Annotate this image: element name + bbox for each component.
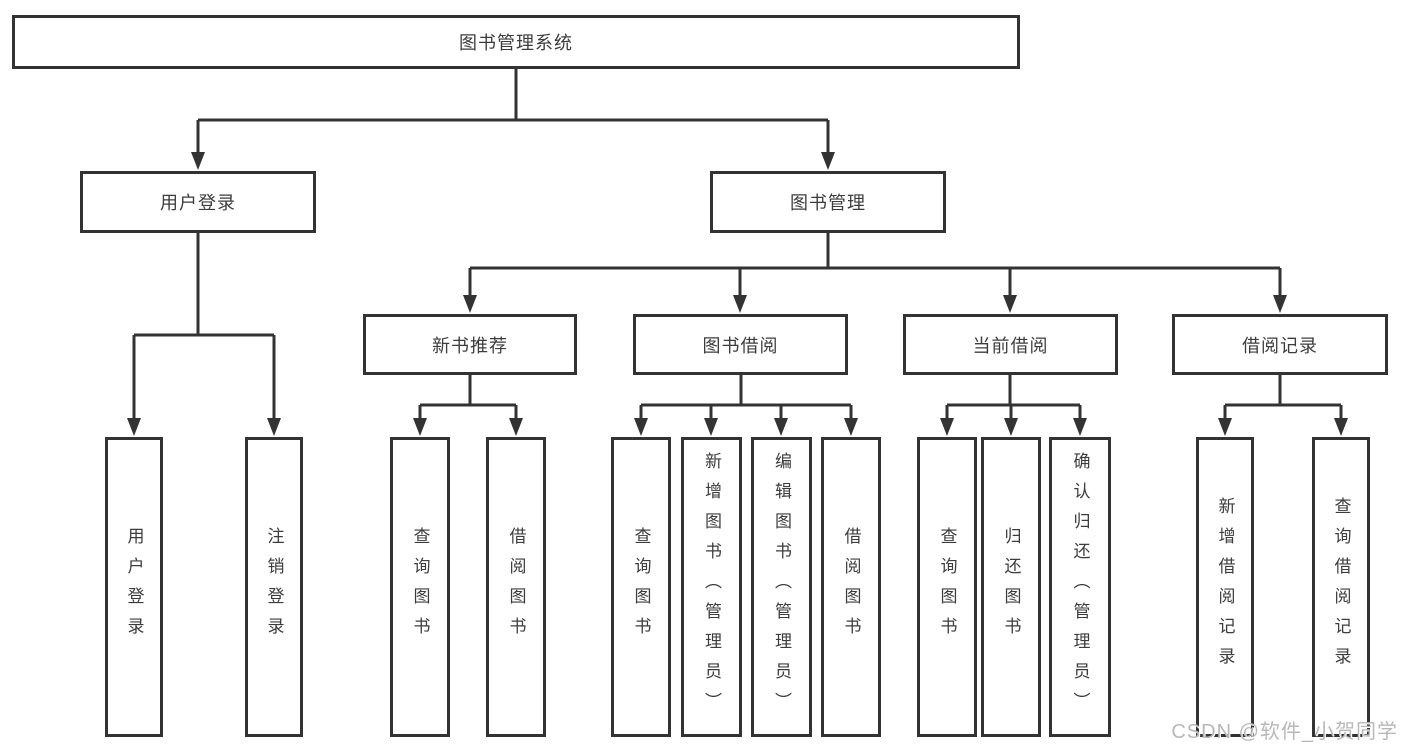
leaf-logout: 注销登录 [245,437,303,737]
node-user-login-branch-label: 用户登录 [160,193,236,213]
leaf-records-add-record-label: 新增借阅记录 [1215,497,1235,677]
leaf-borrowing-borrow-books: 借阅图书 [821,437,881,737]
leaf-recommend-query-books: 查询图书 [390,437,450,737]
node-book-borrowing-label: 图书借阅 [702,335,779,356]
leaf-borrowing-edit-books-admin-label: 编辑图书（管理员） [772,452,791,722]
leaf-records-query-record: 查询借阅记录 [1312,437,1370,737]
leaf-logout-label: 注销登录 [264,527,284,647]
leaf-current-return-books: 归还图书 [981,437,1041,737]
node-borrowing-records: 借阅记录 [1172,314,1388,375]
leaf-recommend-query-books-label: 查询图书 [410,527,430,647]
node-current-borrowing: 当前借阅 [903,314,1118,375]
leaf-user-login: 用户登录 [105,437,163,737]
leaf-recommend-borrow-books: 借阅图书 [486,437,546,737]
leaf-current-confirm-return-admin-label: 确认归还（管理员） [1070,452,1090,722]
csdn-watermark: CSDN @软件_小贺同学 [1171,721,1398,743]
leaf-borrowing-query-books-label: 查询图书 [631,527,651,647]
leaf-borrowing-add-books-admin-label: 新增图书（管理员） [702,452,721,722]
leaf-records-query-record-label: 查询借阅记录 [1331,497,1351,677]
leaf-recommend-borrow-books-label: 借阅图书 [506,527,526,647]
node-library-system-label: 图书管理系统 [459,33,573,53]
node-book-management-label: 图书管理 [790,193,866,213]
node-new-book-recommend-label: 新书推荐 [432,335,508,356]
node-book-management: 图书管理 [710,171,946,233]
leaf-borrowing-edit-books-admin: 编辑图书（管理员） [751,437,812,737]
node-book-borrowing: 图书借阅 [633,314,848,375]
node-borrowing-records-label: 借阅记录 [1242,335,1318,356]
node-new-book-recommend: 新书推荐 [363,314,577,375]
leaf-current-query-books-label: 查询图书 [937,527,957,647]
node-user-login-branch: 用户登录 [80,171,316,233]
node-current-borrowing-label: 当前借阅 [972,335,1049,356]
tree-edges [132,69,1343,422]
leaf-borrowing-add-books-admin: 新增图书（管理员） [681,437,742,737]
leaf-user-login-label: 用户登录 [124,527,144,647]
node-library-system: 图书管理系统 [12,15,1020,69]
leaf-current-return-books-label: 归还图书 [1001,527,1021,647]
leaf-current-confirm-return-admin: 确认归还（管理员） [1049,437,1111,737]
leaf-records-add-record: 新增借阅记录 [1196,437,1254,737]
leaf-borrowing-borrow-books-label: 借阅图书 [841,527,861,647]
leaf-current-query-books: 查询图书 [917,437,977,737]
leaf-borrowing-query-books: 查询图书 [611,437,671,737]
